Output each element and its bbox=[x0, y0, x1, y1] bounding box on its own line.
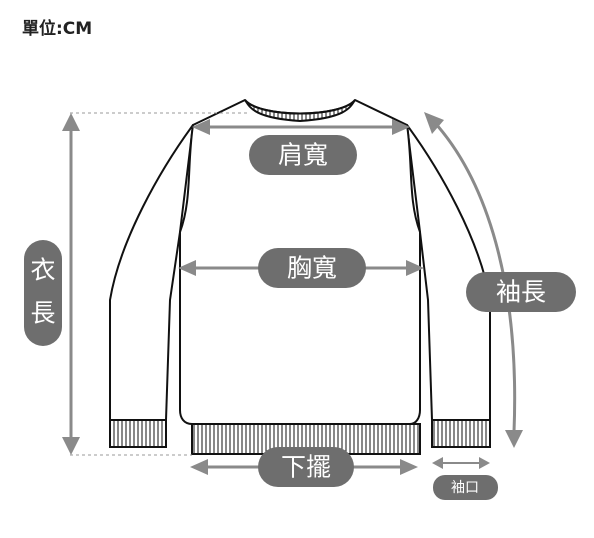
sleeve-length-label: 袖長 bbox=[466, 272, 576, 312]
svg-text:袖口: 袖口 bbox=[451, 480, 479, 496]
right-cuff bbox=[431, 419, 491, 448]
svg-text:長: 長 bbox=[30, 299, 55, 328]
unit-label: 單位:CM bbox=[22, 19, 93, 39]
hem-label: 下擺 bbox=[258, 447, 354, 487]
body-length-label: 衣 長 bbox=[24, 240, 62, 346]
neckband bbox=[244, 99, 356, 123]
sleeve-length-arrow bbox=[424, 112, 523, 448]
left-cuff bbox=[109, 419, 167, 448]
shoulder-width-label: 肩寬 bbox=[249, 135, 357, 175]
chest-width-label: 胸寬 bbox=[258, 248, 366, 288]
svg-text:袖長: 袖長 bbox=[496, 278, 546, 307]
body-length-arrow bbox=[62, 113, 80, 455]
cuff-arrow bbox=[432, 457, 490, 469]
svg-text:下擺: 下擺 bbox=[281, 453, 331, 482]
cuff-label: 袖口 bbox=[433, 475, 498, 500]
shoulder-width-arrow bbox=[192, 119, 410, 135]
svg-text:肩寬: 肩寬 bbox=[278, 141, 328, 170]
svg-text:胸寬: 胸寬 bbox=[287, 254, 337, 283]
svg-text:衣: 衣 bbox=[30, 256, 55, 285]
